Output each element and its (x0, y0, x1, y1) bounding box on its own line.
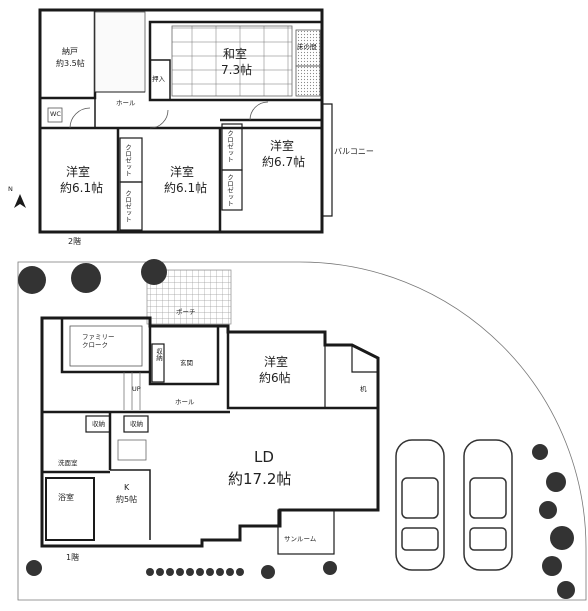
closet-a-label: クロゼット (123, 144, 132, 177)
closet-d-label: クロゼット (225, 174, 234, 207)
car-icon (463, 439, 513, 571)
room-bedroom-mid-size: 約6.1帖 (164, 181, 208, 195)
room-balcony: バルコニー (334, 147, 374, 156)
room-hall-2f: ホール (116, 99, 136, 107)
compass-label: N (8, 185, 13, 193)
room-kitchen-size: 約5帖 (116, 495, 138, 504)
room-tokonoma: 床の間 (297, 43, 317, 51)
hedge-row (146, 568, 244, 576)
room-sunroom: サンルーム (284, 535, 317, 543)
room-storage-a: 収納 (92, 420, 105, 428)
room-storage-2f-size: 約3.5帖 (56, 59, 85, 68)
room-washitsu-size: 7.3帖 (221, 63, 253, 77)
room-storage-b: 収納 (130, 420, 143, 428)
garden-trees (18, 259, 575, 599)
stair-up-label: UP (132, 385, 141, 393)
floor1-caption: 1階 (66, 553, 80, 562)
closet-c-label: クロゼット (225, 130, 234, 163)
room-bath: 浴室 (58, 493, 74, 502)
room-storage-2f-name: 納戸 (62, 47, 78, 56)
room-shoebox: 収納 (154, 348, 163, 361)
room-hall-1f: ホール (175, 398, 195, 406)
room-ld-name: LD (254, 448, 274, 466)
room-washitsu-name: 和室 (223, 47, 248, 61)
room-bedroom-right-size: 約6.7帖 (262, 155, 306, 169)
room-kitchen-name: K (124, 483, 130, 492)
room-bedroom-mid-name: 洋室 (170, 165, 195, 179)
room-western-1f-name: 洋室 (264, 355, 289, 369)
room-bay: 机 (360, 385, 367, 393)
floor2-plan (38, 8, 333, 234)
room-bedroom-left-name: 洋室 (66, 165, 91, 179)
room-bedroom-right-name: 洋室 (270, 139, 295, 153)
room-bedroom-left-size: 約6.1帖 (60, 181, 104, 195)
room-entrance: 玄関 (180, 359, 193, 367)
compass-icon (14, 194, 26, 208)
room-washroom: 洗面室 (58, 459, 78, 467)
room-ld-size: 約17.2帖 (228, 470, 292, 488)
room-wc-2f: WC (50, 110, 61, 118)
room-western-1f-size: 約6帖 (259, 371, 291, 385)
room-oshiire: 押入 (152, 75, 165, 83)
floor2-caption: 2階 (68, 237, 82, 246)
room-family-cloak: ファミリー クローク (82, 333, 115, 349)
room-porch: ポーチ (176, 308, 196, 316)
closet-b-label: クロゼット (123, 190, 132, 223)
car-icon (395, 439, 445, 571)
